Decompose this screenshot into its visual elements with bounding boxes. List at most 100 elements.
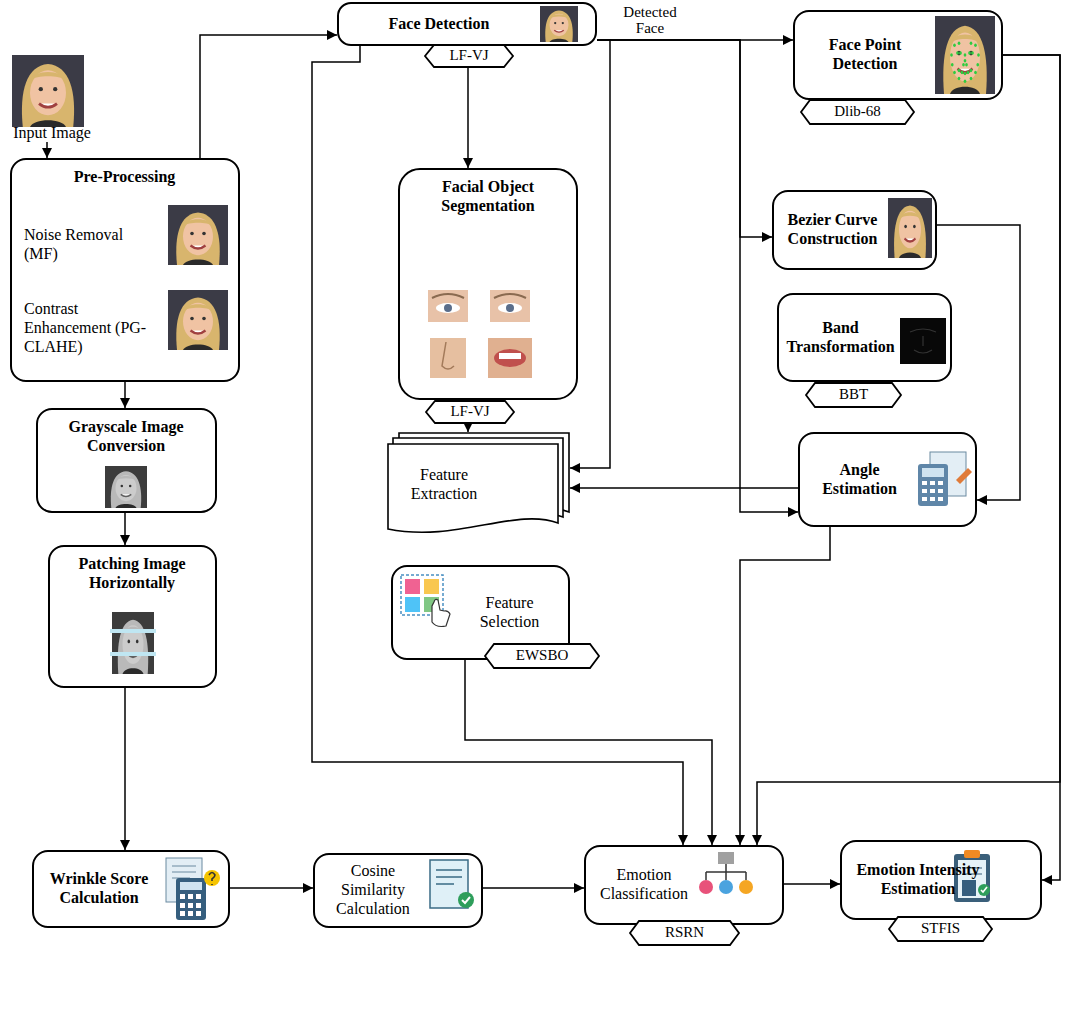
wrinkle-icon	[196, 911, 201, 916]
arrow-connector	[46, 142, 48, 158]
gray-photo	[105, 466, 147, 508]
wrinkle-icon	[180, 903, 185, 908]
gray-photo	[105, 466, 147, 508]
wrinkle-icon	[196, 894, 201, 899]
mouth-crop	[499, 353, 521, 359]
landmark-face	[958, 77, 961, 81]
denoised-photo	[168, 205, 228, 265]
landmark-face	[965, 63, 968, 67]
patched-photo	[112, 612, 154, 674]
wrinkle-icon	[176, 878, 206, 920]
mouth-crop	[488, 338, 532, 378]
method-hexagon: LF-VJ	[425, 400, 515, 424]
box-title: Emotion Classification	[594, 866, 694, 904]
wrinkle-icon	[209, 873, 215, 886]
arrow-connector	[1003, 55, 1060, 880]
box-title: Wrinkle Score Calculation	[42, 870, 156, 908]
intensity-icon	[981, 887, 987, 892]
selection-icon	[424, 579, 439, 594]
box-text: Input Image	[8, 124, 96, 143]
arrow-connector	[597, 40, 772, 237]
landmark-face	[951, 63, 954, 67]
wrinkle-icon	[188, 911, 193, 916]
method-hexagon: RSRN	[629, 920, 740, 946]
box-title: Feature Selection	[457, 594, 562, 632]
wrinkle-icon	[172, 866, 196, 878]
box-title: Patching Image Horizontally	[50, 555, 214, 593]
arrow-connector	[570, 40, 610, 468]
calculator-icon	[922, 489, 927, 493]
box-title: Angle Estimation	[806, 461, 913, 499]
network-icon	[706, 864, 746, 880]
eye-crop	[490, 290, 530, 322]
mouth-crop	[494, 349, 526, 367]
box-title: Cosine Similarity Calculation	[321, 862, 425, 919]
face-thumb	[540, 6, 578, 42]
selection-icon	[405, 597, 420, 612]
bezier-face	[888, 198, 932, 258]
wrinkle-icon	[166, 858, 220, 920]
hexagon-outline	[889, 917, 992, 941]
process-box: Face Detection	[337, 2, 597, 46]
arrow-connector	[757, 55, 1060, 845]
landmark-face	[953, 71, 956, 75]
landmark-face	[950, 53, 953, 57]
calculator-icon	[922, 481, 943, 501]
method-label: LF-VJ	[450, 403, 489, 421]
calculator-icon	[938, 481, 943, 485]
landmark-face	[950, 42, 980, 84]
arrow-connector	[483, 887, 584, 889]
process-box: Grayscale Image Conversion	[36, 408, 217, 513]
arrow-connector	[784, 883, 840, 885]
calculator-icon	[930, 497, 935, 501]
box-title: Grayscale Image Conversion	[38, 418, 214, 456]
hexagon-outline	[485, 644, 599, 668]
landmark-face	[970, 77, 973, 81]
eye-crop	[498, 303, 522, 313]
box-title: Pre-Processing	[12, 168, 237, 187]
process-box: Cosine Similarity Calculation	[313, 853, 483, 928]
eye-crop	[428, 290, 468, 322]
landmark-face	[967, 71, 970, 75]
method-label: BBT	[839, 386, 868, 404]
band-image	[900, 318, 946, 364]
hexagon-outline	[801, 100, 914, 124]
arrow-connector	[570, 487, 798, 489]
landmark-face	[962, 63, 965, 67]
wrinkle-icon	[196, 903, 201, 908]
landmark-face	[968, 51, 971, 55]
eye-crop	[444, 304, 452, 312]
calculator-icon	[938, 489, 943, 493]
enhanced-photo	[168, 290, 228, 350]
method-label: LF-VJ	[449, 47, 488, 65]
landmark-face	[959, 51, 962, 55]
process-box: Emotion Intensity Estimation	[840, 840, 1042, 920]
method-hexagon: LF-VJ	[424, 44, 514, 68]
process-box: Band Transformation	[777, 293, 952, 382]
face-thumb	[540, 6, 578, 42]
landmark-face	[935, 16, 995, 94]
method-hexagon: STFIS	[888, 916, 993, 942]
method-label: STFIS	[921, 920, 960, 938]
calculator-icon	[918, 452, 972, 506]
input-image: Input Image	[8, 52, 96, 142]
arrow-connector	[312, 46, 683, 845]
landmark-face	[964, 59, 967, 63]
method-label: EWSBO	[516, 647, 569, 665]
intensity-icon	[978, 884, 990, 896]
process-box: Facial Object Segmentation	[398, 168, 578, 400]
landmark-face	[964, 80, 967, 84]
eye-crop	[432, 294, 464, 298]
calculator-icon	[930, 489, 935, 493]
process-box: Emotion Classification	[584, 845, 784, 925]
method-hexagon: BBT	[805, 382, 902, 408]
selection-icon	[401, 575, 450, 627]
calculator-icon	[922, 468, 944, 477]
landmark-face	[958, 42, 961, 46]
landmark-face	[977, 53, 980, 57]
landmark-face	[961, 71, 964, 75]
network-icon	[719, 880, 733, 894]
process-box: Pre-ProcessingNoise Removal (MF)Contrast…	[10, 158, 240, 382]
landmark-face	[976, 63, 979, 67]
